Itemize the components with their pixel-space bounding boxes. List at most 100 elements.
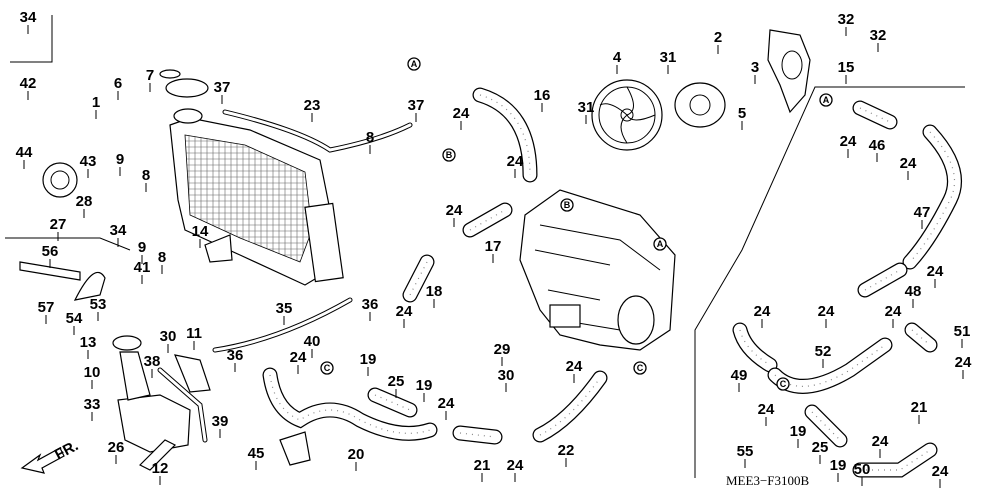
hose bbox=[453, 426, 502, 444]
hose bbox=[811, 411, 841, 441]
diagram-code: MEE3−F3100B bbox=[726, 473, 810, 488]
part-callout: 10 bbox=[84, 364, 101, 381]
part-callout: 22 bbox=[558, 442, 575, 459]
part-callout: 53 bbox=[90, 296, 107, 313]
engine bbox=[519, 189, 676, 351]
part-callout: 40 bbox=[304, 333, 321, 350]
part-callout: 24 bbox=[818, 303, 835, 320]
part-callout: 21 bbox=[911, 399, 928, 416]
part-callout: 19 bbox=[360, 351, 377, 368]
part-callout: 24 bbox=[840, 133, 857, 150]
part-callout: 36 bbox=[227, 347, 244, 364]
part-callout: 56 bbox=[42, 243, 59, 260]
reference-marker: C bbox=[320, 361, 334, 375]
part-callout: 26 bbox=[108, 439, 125, 456]
part-callout: 4 bbox=[613, 49, 622, 66]
part-callout: 24 bbox=[955, 354, 972, 371]
part-callout: 24 bbox=[290, 349, 307, 366]
reference-marker: C bbox=[776, 377, 790, 391]
part-callout: 45 bbox=[248, 445, 265, 462]
part-callout: 24 bbox=[754, 303, 771, 320]
part-callout: 24 bbox=[438, 395, 455, 412]
section-dividers bbox=[5, 15, 965, 478]
hose bbox=[853, 443, 937, 477]
hose bbox=[263, 368, 437, 440]
part-callout: 39 bbox=[212, 413, 229, 430]
part-callout: 11 bbox=[186, 325, 202, 342]
reference-marker-letter: A bbox=[411, 59, 418, 69]
reference-markers: A B A B A C C C bbox=[320, 57, 833, 391]
reference-marker-letter: C bbox=[324, 363, 331, 373]
part-callout: 55 bbox=[737, 443, 754, 460]
part-callout: 29 bbox=[494, 341, 511, 358]
part-callout: 17 bbox=[485, 238, 502, 255]
part-callout: 1 bbox=[92, 94, 100, 111]
part-callout: 19 bbox=[416, 377, 433, 394]
part-callout: 42 bbox=[20, 75, 37, 92]
reference-marker-letter: B bbox=[564, 200, 571, 210]
part-callout: 24 bbox=[900, 155, 917, 172]
hose bbox=[374, 394, 411, 411]
part-callout: 24 bbox=[758, 401, 775, 418]
hose bbox=[864, 269, 901, 291]
front-arrow-icon bbox=[20, 447, 65, 474]
hose bbox=[368, 388, 417, 417]
part-callout: 31 bbox=[578, 99, 595, 116]
reference-marker-letter: C bbox=[780, 379, 787, 389]
breather-tube bbox=[213, 298, 352, 352]
part-callout: 47 bbox=[914, 204, 931, 221]
part-callout: 24 bbox=[396, 303, 413, 320]
part-callout: 2 bbox=[714, 29, 722, 46]
reference-marker: B bbox=[442, 148, 456, 162]
hose bbox=[469, 209, 506, 231]
part-callout: 21 bbox=[474, 457, 491, 474]
part-callout: 24 bbox=[927, 263, 944, 280]
part-callout: 24 bbox=[446, 202, 463, 219]
part-callout: 19 bbox=[830, 457, 847, 474]
part-callout: 20 bbox=[348, 446, 365, 463]
part-callout: 31 bbox=[660, 49, 677, 66]
part-callout: 24 bbox=[507, 457, 524, 474]
part-callout: 46 bbox=[869, 137, 886, 154]
part-callout: 34 bbox=[20, 9, 37, 26]
reference-marker: A bbox=[653, 237, 667, 251]
hose bbox=[853, 101, 897, 129]
hose bbox=[473, 88, 537, 182]
part-callout: 18 bbox=[426, 283, 443, 300]
reference-marker: A bbox=[819, 93, 833, 107]
hose bbox=[739, 329, 771, 366]
reference-marker-letter: C bbox=[637, 363, 644, 373]
part-callout: 37 bbox=[408, 97, 425, 114]
reference-marker-letter: A bbox=[657, 239, 664, 249]
part-callout: 5 bbox=[738, 105, 746, 122]
part-callout: 8 bbox=[366, 129, 374, 146]
part-callout: 43 bbox=[80, 153, 97, 170]
part-callout: 36 bbox=[362, 296, 379, 313]
part-callout: 32 bbox=[838, 11, 855, 28]
part-callout: 24 bbox=[872, 433, 889, 450]
part-callout: 50 bbox=[854, 461, 871, 478]
part-callout: 15 bbox=[838, 59, 855, 76]
part-callout: 32 bbox=[870, 27, 887, 44]
part-callout: 24 bbox=[885, 303, 902, 320]
part-callout: 3 bbox=[751, 59, 759, 76]
leader-lines bbox=[23, 25, 964, 488]
part-callout: 54 bbox=[66, 310, 83, 327]
part-callout: 38 bbox=[144, 353, 161, 370]
hose bbox=[903, 125, 961, 269]
part-callout: 51 bbox=[954, 323, 971, 340]
misc-parts bbox=[19, 162, 311, 471]
part-callout: 41 bbox=[134, 259, 151, 276]
part-callout: 7 bbox=[146, 67, 154, 84]
front-direction-indicator: FR. bbox=[20, 437, 81, 474]
part-callout: 37 bbox=[214, 79, 231, 96]
part-callout: 48 bbox=[905, 283, 922, 300]
part-callout: 28 bbox=[76, 193, 93, 210]
part-callout: 30 bbox=[160, 328, 177, 345]
part-callout: 8 bbox=[142, 167, 150, 184]
fan-bracket bbox=[767, 29, 811, 114]
part-callout: 30 bbox=[498, 367, 515, 384]
part-callout: 8 bbox=[158, 249, 166, 266]
